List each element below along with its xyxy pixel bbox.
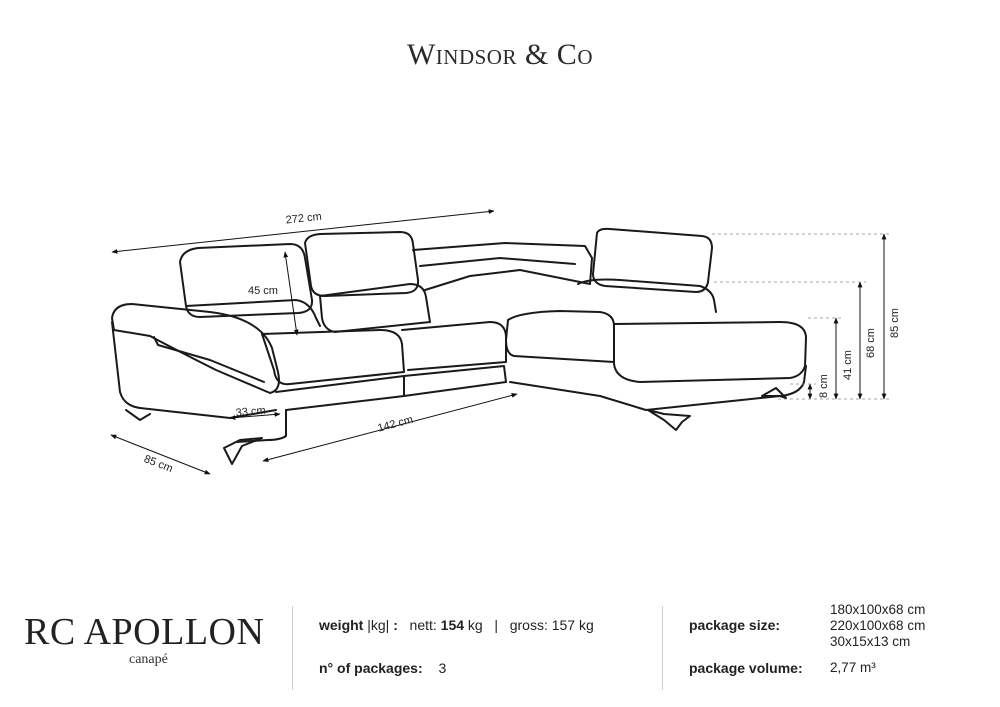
package-size-3: 30x15x13 cm: [830, 634, 911, 649]
package-size-label-text: package size:: [689, 617, 781, 633]
nett-value: 154: [440, 617, 465, 633]
package-size-label: package size:: [689, 617, 780, 633]
product-type: canapé: [129, 652, 168, 667]
dim-depth: 85 cm: [142, 453, 174, 475]
nett-label: nett:: [409, 617, 437, 633]
dim-height-seat: 41 cm: [842, 350, 854, 380]
gross-value: 157 kg: [551, 617, 594, 633]
weight-colon: :: [393, 617, 398, 633]
dim-seat-length: 142 cm: [376, 414, 414, 435]
packages-value: 3: [438, 660, 447, 676]
weight-unit: |kg|: [367, 617, 390, 633]
dimension-lines: [110, 209, 887, 475]
package-size-1: 180x100x68 cm: [830, 602, 926, 617]
package-volume-value: 2,77 m³: [830, 660, 876, 675]
package-volume-label: package volume:: [689, 660, 803, 676]
gross-label: gross:: [509, 617, 548, 633]
weight-separator: |: [494, 617, 499, 633]
packages-label: n° of packages:: [319, 660, 423, 676]
package-size-2: 220x100x68 cm: [830, 618, 926, 633]
product-name: RC APOLLON: [24, 611, 265, 653]
dim-backrest: 45 cm: [248, 285, 278, 297]
dim-height-backrest: 68 cm: [865, 328, 877, 358]
divider-right: [662, 606, 663, 690]
brand-logo: Windsor & Co: [406, 38, 593, 71]
dim-total-length: 272 cm: [285, 211, 322, 227]
weight-row: weight |kg| : nett: 154 kg | gross: 157 …: [319, 617, 594, 633]
weight-label: weight: [319, 617, 364, 633]
package-volume-row: package volume:: [689, 660, 803, 676]
sofa-technical-drawing: 272 cm 45 cm 33 cm 142 cm 85 cm 85 cm 68…: [110, 209, 901, 475]
nett-unit: kg: [467, 617, 483, 633]
dimension-guides: [712, 233, 890, 400]
sofa-outline: [111, 227, 807, 465]
dim-height-total: 85 cm: [889, 308, 901, 338]
divider-left: [292, 606, 293, 690]
dim-height-leg: 8 cm: [818, 374, 830, 398]
dim-armrest-depth: 33 cm: [235, 405, 266, 420]
package-size-values: 180x100x68 cm 220x100x68 cm 30x15x13 cm: [830, 602, 925, 650]
packages-row: n° of packages: 3: [319, 660, 446, 676]
